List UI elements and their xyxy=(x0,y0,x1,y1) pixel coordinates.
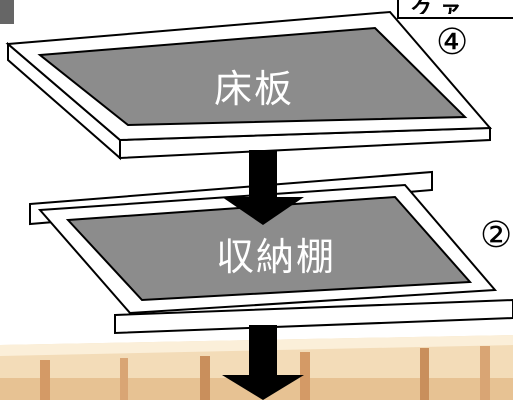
down-arrow-lower xyxy=(222,325,304,400)
storage-shelf-panel xyxy=(29,170,513,335)
header-box xyxy=(397,0,513,19)
corner-tab xyxy=(0,0,14,24)
storage-shelf-label: 収納棚 xyxy=(216,235,337,279)
floor-board-label: 床板 xyxy=(214,67,295,111)
header-fragment: ク ァ xyxy=(410,0,462,14)
storage-shelf-number: ② xyxy=(480,215,513,256)
floor-board-number: ④ xyxy=(436,22,469,63)
floor-board-panel xyxy=(5,10,493,161)
down-arrow-upper xyxy=(222,150,304,225)
